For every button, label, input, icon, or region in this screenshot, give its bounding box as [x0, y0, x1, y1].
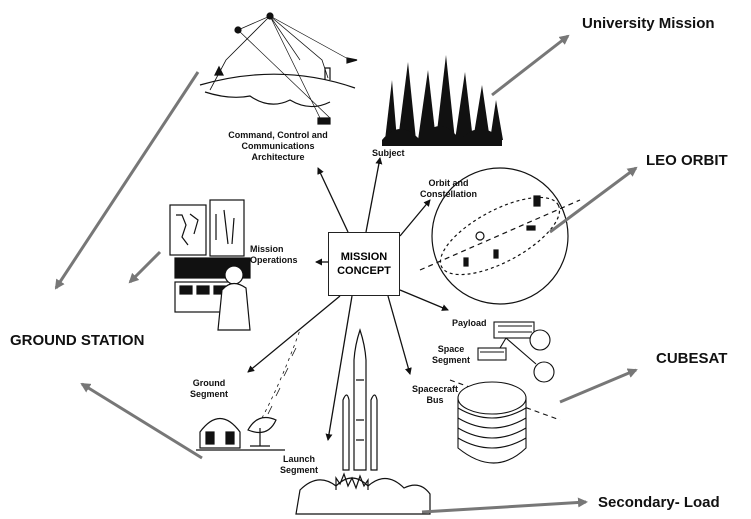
- orbit-line2: Constellation: [420, 189, 478, 199]
- label-university-mission: University Mission: [582, 15, 715, 32]
- launch-segment-line1: Launch: [283, 454, 316, 464]
- mission-concept-box: MISSION CONCEPT: [328, 232, 400, 296]
- label-ground-segment: Ground Segment: [190, 378, 228, 400]
- orbit-line1: Orbit and: [428, 178, 469, 188]
- label-secondary-load: Secondary- Load: [598, 494, 720, 511]
- launch-segment-line2: Segment: [280, 465, 319, 475]
- label-mission-operations: Mission Operations: [250, 244, 298, 266]
- spacecraft-illustration: [449, 321, 561, 464]
- arrow-ground-station-upper: [54, 71, 200, 290]
- arrow-secondary-load: [421, 497, 588, 514]
- arrow-mission-ops-to-ground: [128, 250, 162, 284]
- arrow-cubesat: [559, 368, 638, 404]
- arrow-university-mission: [491, 34, 570, 97]
- c3-line1: Command, Control and: [228, 130, 328, 140]
- concept-connectors: [247, 157, 449, 441]
- label-cubesat: CUBESAT: [656, 350, 728, 367]
- outer-arrows: [54, 34, 638, 514]
- c3-line3: Architecture: [251, 152, 305, 162]
- label-space-segment: Space Segment: [432, 344, 470, 366]
- label-launch-segment: Launch Segment: [280, 454, 318, 476]
- launch-segment-illustration: [295, 328, 431, 515]
- label-spacecraft-bus: Spacecraft Bus: [412, 384, 458, 406]
- c3-architecture-illustration: [199, 12, 358, 125]
- arrow-leo-orbit: [549, 166, 638, 234]
- orbit-constellation-illustration: [419, 167, 581, 305]
- ground-segment-line1: Ground: [192, 378, 226, 388]
- subject-forest-fire-illustration: [382, 55, 503, 146]
- label-ground-station: GROUND STATION: [10, 332, 145, 349]
- spacecraft-bus-line1: Spacecraft: [412, 384, 459, 394]
- mission-concept-line2: CONCEPT: [337, 265, 391, 277]
- label-c3-architecture: Command, Control and Communications Arch…: [218, 130, 338, 163]
- label-leo-orbit: LEO ORBIT: [646, 152, 728, 169]
- label-orbit-constellation: Orbit and Constellation: [420, 178, 477, 200]
- mission-ops-line2: Operations: [250, 255, 298, 265]
- space-segment-line2: Segment: [432, 355, 471, 365]
- mission-operations-illustration: [169, 199, 251, 331]
- ground-segment-illustration: [196, 329, 301, 451]
- spacecraft-bus-line2: Bus: [426, 395, 444, 405]
- ground-segment-line2: Segment: [190, 389, 229, 399]
- label-payload: Payload: [452, 318, 487, 328]
- space-segment-line1: Space: [437, 344, 465, 354]
- mission-ops-line1: Mission: [250, 244, 284, 254]
- c3-line2: Communications: [241, 141, 315, 151]
- label-subject: Subject: [372, 148, 405, 158]
- mission-concept-line1: MISSION: [340, 251, 388, 263]
- arrow-ground-station-lower: [80, 382, 203, 460]
